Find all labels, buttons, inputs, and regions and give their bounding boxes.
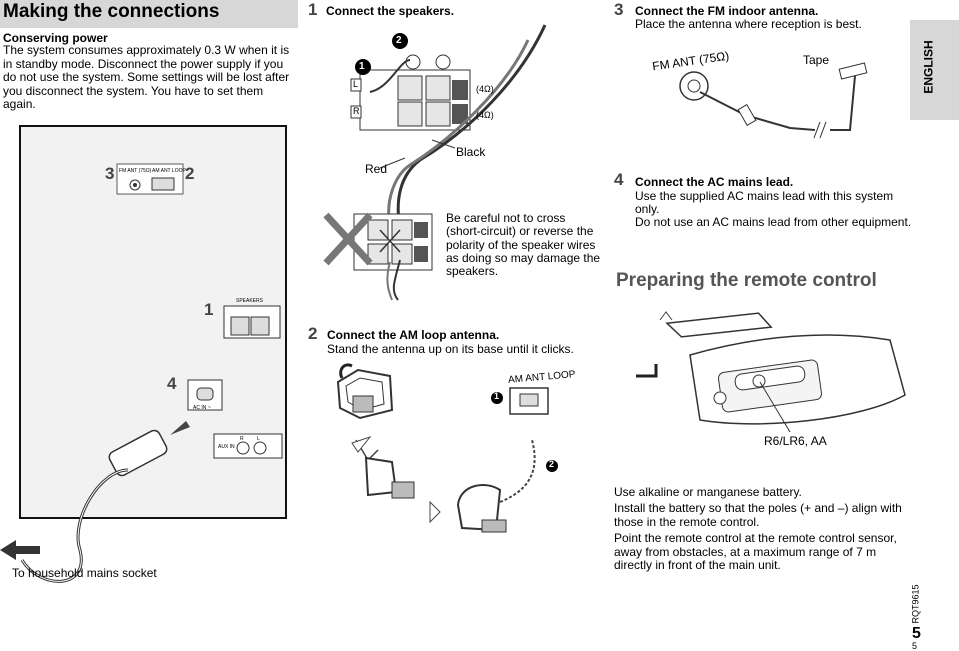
conserving-heading: Conserving power [3,31,108,45]
remote-note-1: Use alkaline or manganese battery. [614,485,802,499]
step4-line-3: Do not use an AC mains lead from other e… [635,215,912,229]
socket-arrow [0,540,40,560]
aux-jack-l [253,441,267,455]
step2-text: Stand the antenna up on its base until i… [327,342,574,356]
ohm-label-2: (4Ω) [476,110,494,120]
panel-aux-in-label: AUX IN [218,444,235,450]
aux-jack-r [236,441,250,455]
speaker-r-label: R [353,106,360,116]
caution-text: Be careful not to cross (short-circuit) … [446,211,601,279]
speaker-wire-red [387,39,530,227]
black-wire-label: Black [456,145,486,159]
red-wire-label: Red [365,162,388,176]
fm-antenna-wire [699,91,816,131]
step3-text: Place the antenna where reception is bes… [635,17,862,31]
page-number-small: 5 [912,641,918,651]
panel-aux-r-label: R [240,436,244,442]
am-loop-antenna-illustration [336,363,558,533]
document-code: RQT9615 [910,584,921,624]
tape [838,62,868,80]
speaker-callout-1: 1 [359,61,365,72]
step3-number: 3 [614,0,624,19]
callout-2-marker [392,33,408,49]
plug-arrow [170,421,190,435]
step1-heading: Connect the speakers. [326,4,455,18]
panel-am-label: AM ANT LOOP [152,168,186,174]
remote-note-2: Install the battery so that the poles (+… [614,501,902,529]
speaker-terminal-r [250,316,270,336]
battery-type-label: R6/LR6, AA [764,434,827,448]
conserving-text: The system consumes approximately 0.3 W … [3,43,290,112]
am-callout-1: 1 [494,391,500,401]
step4-line-1: Use the supplied AC mains lead with this… [635,189,894,203]
speaker-l-label: L [353,79,359,89]
page-number: 5 [912,625,921,642]
title-bar [0,0,298,28]
tape-label: Tape [803,53,830,67]
am-jack [151,177,175,191]
panel-aux-l-label: L [257,436,260,442]
panel-callout-2: 2 [185,164,195,183]
step3-heading: Connect the FM indoor antenna. [635,4,819,18]
am-callout-2: 2 [549,459,555,469]
step2-number: 2 [308,324,318,343]
remote-note-3: Point the remote control at the remote c… [614,531,897,573]
step2-heading: Connect the AM loop antenna. [327,328,500,342]
step4-heading: Connect the AC mains lead. [635,175,794,189]
panel-callout-3: 3 [105,164,115,183]
step4-line-2: only. [635,202,660,216]
remote-heading: Preparing the remote control [616,270,877,291]
step4-number: 4 [614,170,624,189]
page-title: Making the connections [3,1,220,22]
callout-1-marker [355,59,371,75]
speaker-callout-2: 2 [396,35,402,46]
panel-fm-label: FM ANT (75Ω) [119,168,152,174]
panel-callout-1: 1 [204,300,214,319]
speaker-terminal-l [230,316,250,336]
ac-plug [108,429,168,477]
step1-number: 1 [308,0,318,19]
socket-label: To household mains socket [12,566,157,580]
panel-ac-in-label: AC IN ~ [193,405,211,411]
panel-callout-4: 4 [167,374,177,393]
ohm-label-1: (4Ω) [476,84,494,94]
language-tab [910,20,959,120]
speaker-wire-black [396,24,547,229]
remote-illustration [636,311,906,433]
panel-speakers-label: SPEAKERS [236,298,263,304]
